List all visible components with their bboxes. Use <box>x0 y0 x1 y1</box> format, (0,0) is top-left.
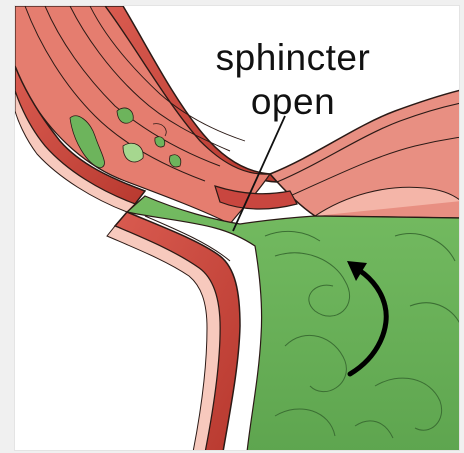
sphincter-label: sphincter open <box>193 36 393 124</box>
label-line-2: open <box>193 80 393 124</box>
diagram-frame: sphincter open <box>14 5 460 451</box>
label-line-1: sphincter <box>193 36 393 80</box>
